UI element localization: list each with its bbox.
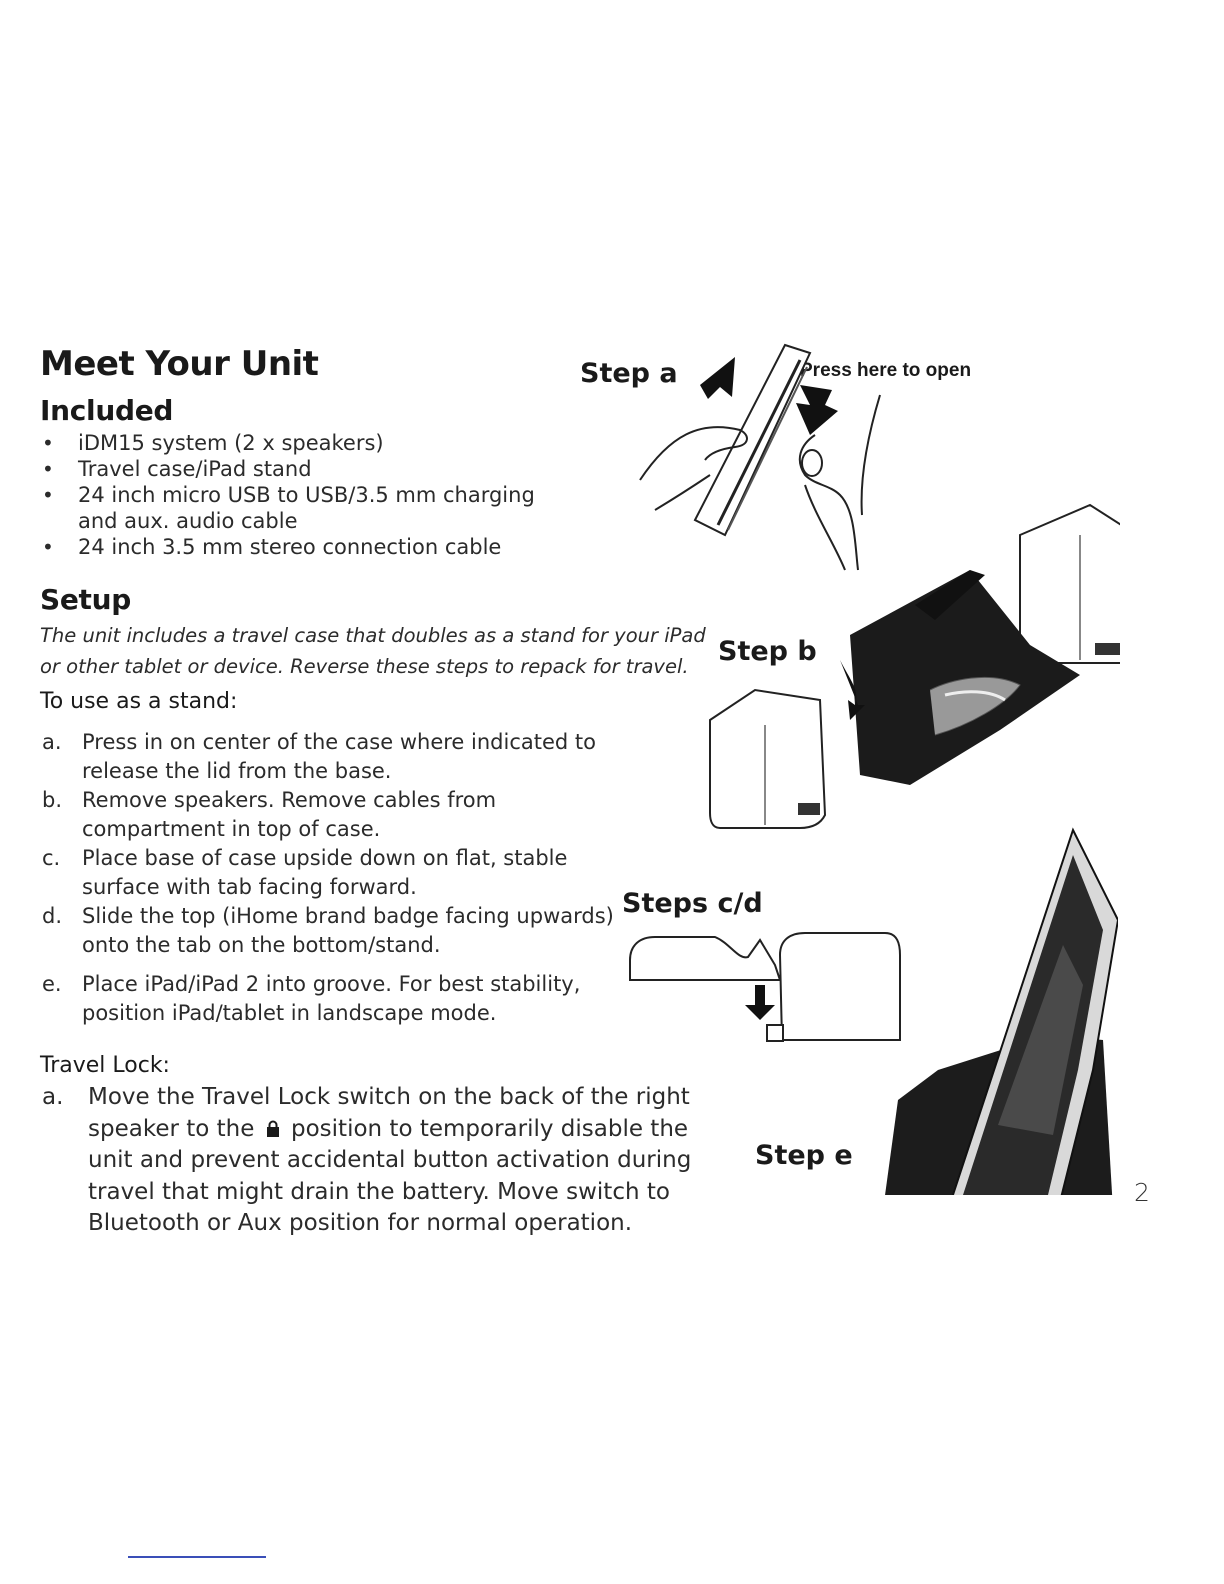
travel-lock-text-after: position to temporarily disable the unit…: [88, 1115, 692, 1237]
included-list: iDM15 system (2 x speakers) Travel case/…: [40, 430, 600, 560]
step-marker: b.: [42, 788, 63, 812]
list-item: a. Press in on center of the case where i…: [40, 728, 620, 786]
page-number: 2: [1134, 1178, 1150, 1207]
setup-intro: The unit includes a travel case that dou…: [40, 624, 706, 678]
step-e-illustration: [878, 827, 1118, 1213]
step-e-label: Step e: [755, 1140, 853, 1171]
list-item: Travel case/iPad stand: [40, 456, 600, 482]
step-marker: a.: [42, 730, 62, 754]
list-item: b. Remove speakers. Remove cables from co…: [40, 786, 562, 844]
travel-lock-text-before: Move the Travel Lock switch on the back …: [88, 1084, 690, 1142]
press-here-label: Press here to open: [800, 360, 972, 381]
travel-lock-heading: Travel Lock:: [40, 1053, 170, 1078]
steps-cd-label: Steps c/d: [622, 888, 763, 919]
steps-cd-illustration: [629, 932, 901, 1042]
step-b-label: Step b: [718, 636, 817, 667]
list-item: 24 inch 3.5 mm stereo connection cable: [40, 534, 600, 560]
stand-subheading: To use as a stand:: [40, 688, 237, 716]
stand-steps-list: a. Press in on center of the case where i…: [40, 728, 620, 1028]
lock-icon: [266, 1120, 279, 1137]
arrow-down-icon: [745, 985, 775, 1020]
stand-subheading-colon: :: [229, 689, 238, 714]
curved-arrow-icon: [840, 660, 865, 720]
step-marker: c.: [42, 846, 61, 870]
step-text: Remove speakers. Remove cables from comp…: [82, 788, 497, 841]
setup-heading: Setup: [40, 583, 132, 616]
step-marker: d.: [42, 904, 63, 928]
page-title: Meet Your Unit: [40, 344, 319, 384]
travel-lock-section: a. Move the Travel Lock switch on the ba…: [40, 1082, 730, 1240]
list-item: d. Slide the top (iHome brand badge facin…: [40, 902, 620, 960]
step-text: Press in on center of the case where ind…: [82, 730, 596, 783]
stand-subheading-text: To use as a stand: [40, 689, 230, 714]
step-text: Slide the top (iHome brand badge facing …: [82, 904, 614, 957]
list-item: 24 inch micro USB to USB/3.5 mm charging…: [40, 482, 558, 534]
travel-lock-step: a. Move the Travel Lock switch on the ba…: [40, 1082, 730, 1240]
included-heading: Included: [40, 394, 174, 427]
arrow-up-icon: [700, 357, 735, 399]
step-text: Place base of case upside down on flat, …: [82, 846, 568, 899]
step-b-illustration: [709, 503, 1120, 829]
list-item: e. Place iPad/iPad 2 into groove. For bes…: [40, 970, 620, 1028]
step-marker: a.: [42, 1084, 64, 1110]
arrow-down-icon: [796, 385, 838, 435]
list-item: c. Place base of case upside down on flat…: [40, 844, 620, 902]
footer-line: [128, 1556, 266, 1558]
step-text: Place iPad/iPad 2 into groove. For best …: [82, 972, 581, 1025]
step-a-label: Step a: [580, 358, 678, 389]
step-marker: e.: [42, 972, 62, 996]
step-a-illustration: [639, 343, 881, 571]
list-item: iDM15 system (2 x speakers): [40, 430, 600, 456]
